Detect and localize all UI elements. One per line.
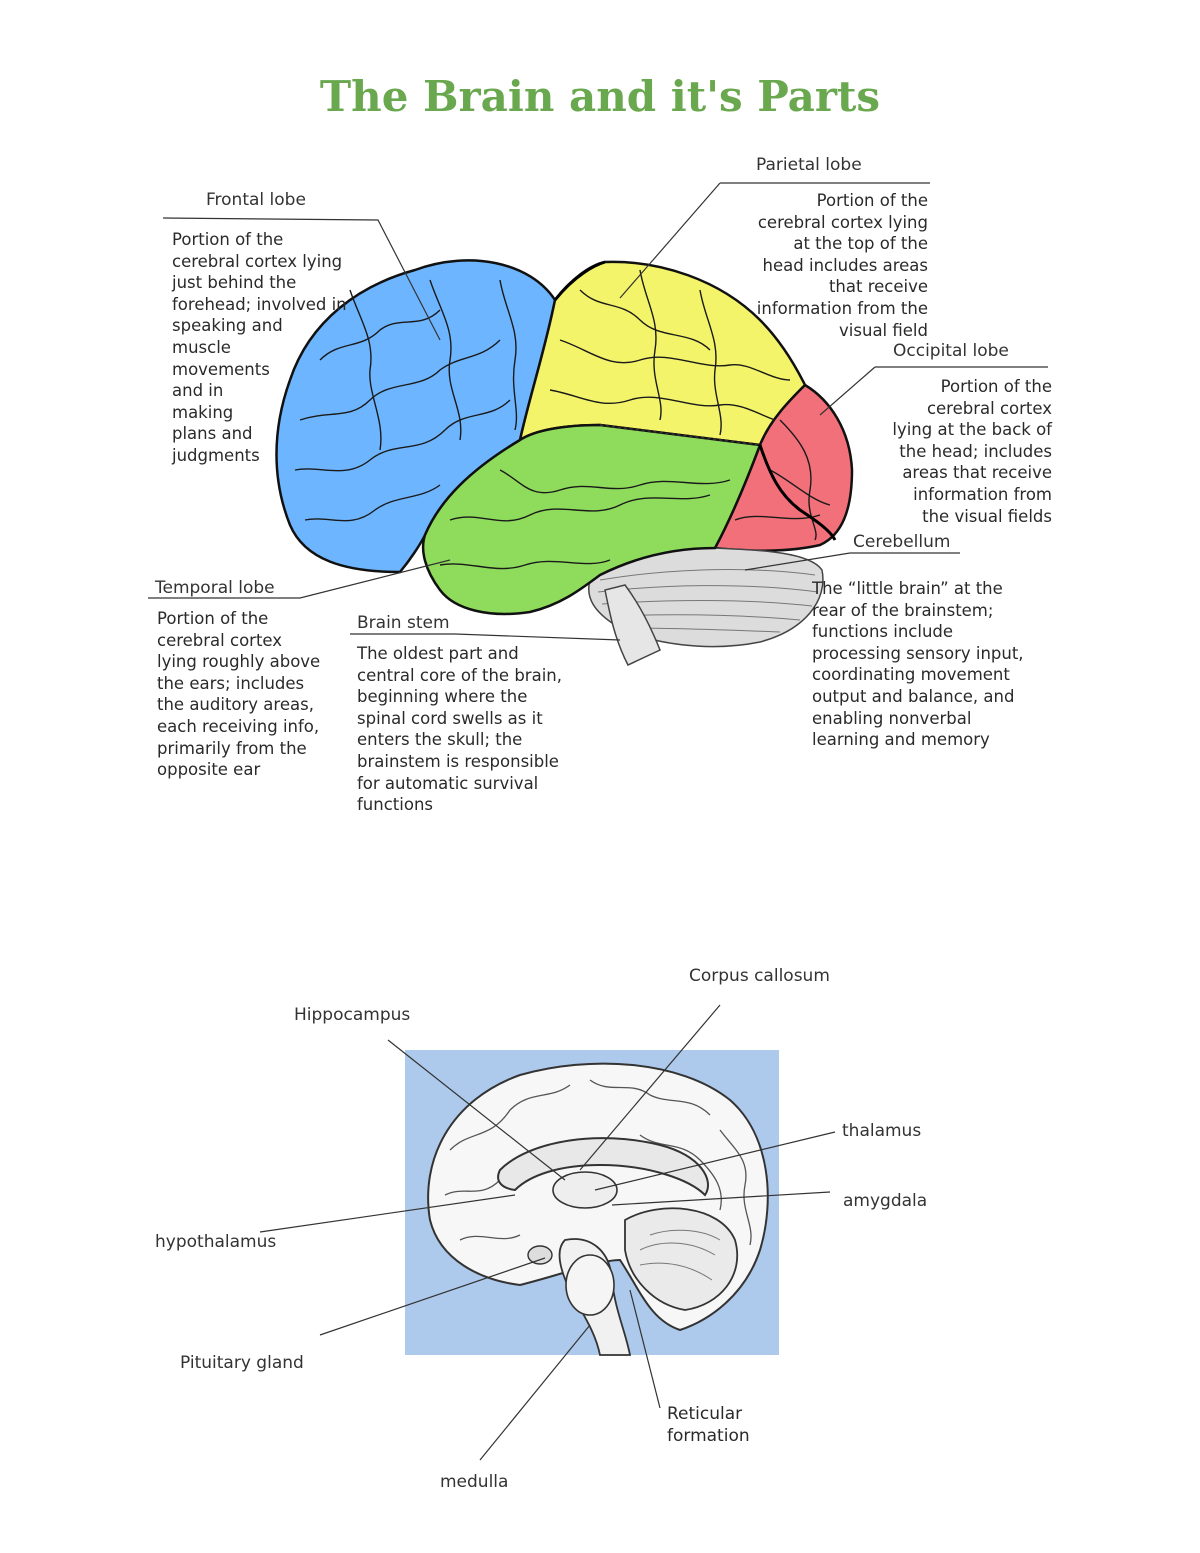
major-sulci [553,260,837,541]
pituitary-shape [527,1245,553,1265]
frontal-lobe-label: Frontal lobe [206,190,306,210]
sagittal-arbor-vitae [639,1229,721,1281]
temporal-lobe-label: Temporal lobe [155,578,275,598]
corpus-callosum-shape [497,1137,709,1197]
cerebellum-label: Cerebellum [853,532,951,552]
pons-shape [565,1254,615,1316]
frontal-lobe-description: Portion of the cerebral cortex lying jus… [172,230,347,465]
medulla-label: medulla [440,1472,509,1492]
brain-stem-region [604,584,661,666]
thalamus-label: thalamus [842,1121,922,1141]
thalamus-shape [552,1171,618,1209]
temporal-lobe-region [421,423,762,616]
cerebellum-description: The “little brain” at the rear of the br… [812,579,1024,750]
sagittal-background-panel [405,1050,779,1355]
brain-stem-description: The oldest part and central core of the … [357,644,562,815]
hippocampus-label: Hippocampus [294,1005,411,1025]
sagittal-gyri [444,1079,752,1246]
sagittal-hemisphere [427,1062,769,1332]
occipital-lobe-label: Occipital lobe [893,341,1009,361]
page-title: The Brain and it's Parts [319,72,881,121]
hypothalamus-label: hypothalamus [155,1232,277,1252]
pituitary-gland-label: Pituitary gland [180,1353,304,1373]
lateral-brain-diagram [148,182,1048,666]
brain-stem-label: Brain stem [357,613,450,633]
corpus-callosum-label: Corpus callosum [689,966,830,986]
reticular-formation-label: Reticular formation [667,1404,750,1446]
parietal-lobe-description: Portion of the cerebral cortex lying at … [756,191,928,340]
amygdala-label: amygdala [843,1191,928,1211]
sagittal-cerebellum [624,1207,739,1311]
occipital-lobe-description: Portion of the cerebral cortex lying at … [892,377,1052,526]
lateral-leader-lines [148,182,1048,641]
cortex-gyri [294,269,831,570]
sagittal-leader-lines [259,1004,836,1461]
parietal-lobe-label: Parietal lobe [756,155,862,175]
temporal-lobe-description: Portion of the cerebral cortex lying rou… [157,609,321,780]
sagittal-brainstem [558,1238,632,1356]
lobe-boundary-dotted [599,424,761,446]
